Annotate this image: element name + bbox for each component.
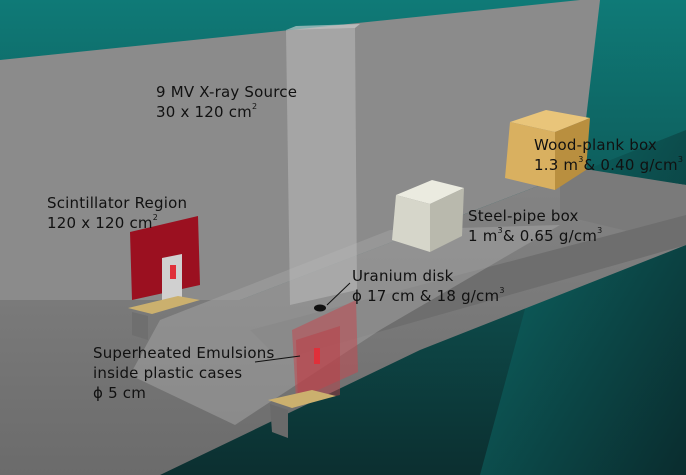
wood-box-label-line1: Wood-plank box — [534, 136, 657, 154]
wood-box-label: Wood-plank box 1.3 m3& 0.40 g/cm3 — [534, 135, 683, 175]
bench-front-leg — [270, 404, 288, 438]
uranium-disk — [314, 304, 326, 312]
scintillator-label: Scintillator Region 120 x 120 cm2 — [47, 193, 187, 233]
steel-box-label-line2: 1 m3& 0.65 g/cm3 — [468, 226, 603, 246]
scintillator-label-line2: 120 x 120 cm2 — [47, 213, 158, 233]
uranium-label: Uranium disk ϕ 17 cm & 18 g/cm3 — [352, 266, 505, 306]
source-label-line2: 30 x 120 cm2 — [156, 102, 258, 122]
steel-box-label: Steel-pipe box 1 m3& 0.65 g/cm3 — [468, 206, 602, 246]
emulsion-label-line2: inside plastic cases — [93, 364, 243, 382]
steel-box-front — [392, 195, 430, 252]
emulsion-vial — [314, 348, 320, 364]
uranium-label-line2: ϕ 17 cm & 18 g/cm3 — [352, 286, 505, 306]
emulsion-pointer — [254, 355, 301, 363]
bench-front-top — [268, 390, 336, 408]
source-label-line1: 9 MV X-ray Source — [156, 83, 298, 101]
scintillator-window — [162, 254, 182, 306]
source-label: 9 MV X-ray Source 30 x 120 cm2 — [156, 82, 297, 122]
emulsion-panel-front — [296, 326, 340, 405]
bench-left-leg — [132, 312, 148, 340]
wood-box-top — [510, 110, 590, 132]
steel-box-top — [396, 180, 464, 204]
wood-box-side — [555, 118, 590, 190]
wood-box-label-line2: 1.3 m3& 0.40 g/cm3 — [534, 155, 684, 175]
xray-source-side — [286, 24, 360, 30]
bench-left-top — [128, 296, 200, 314]
emulsion-label: Superheated Emulsions inside plastic cas… — [93, 343, 274, 403]
steel-box-label-line1: Steel-pipe box — [468, 207, 579, 225]
uranium-pointer — [326, 282, 351, 306]
scintillator-label-line1: Scintillator Region — [47, 194, 188, 212]
steel-box-side — [430, 188, 464, 252]
scintillator-emulsion — [170, 265, 176, 279]
xray-source-beam — [286, 28, 357, 305]
emulsion-label-line1: Superheated Emulsions — [93, 344, 275, 362]
wood-box-front — [505, 122, 555, 190]
emulsion-label-line3: ϕ 5 cm — [93, 384, 147, 402]
uranium-label-line1: Uranium disk — [352, 267, 454, 285]
